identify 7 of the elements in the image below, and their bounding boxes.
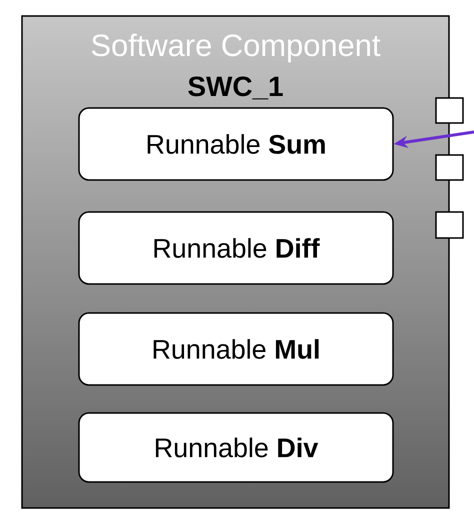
runnable-box: Runnable Diff [78,211,394,285]
runnable-box: Runnable Div [78,412,394,483]
port-square [435,154,464,181]
runnable-box: Runnable Sum [78,107,394,181]
port-square [435,97,464,124]
runnable-box: Runnable Mul [78,312,394,386]
port-square [435,211,464,239]
